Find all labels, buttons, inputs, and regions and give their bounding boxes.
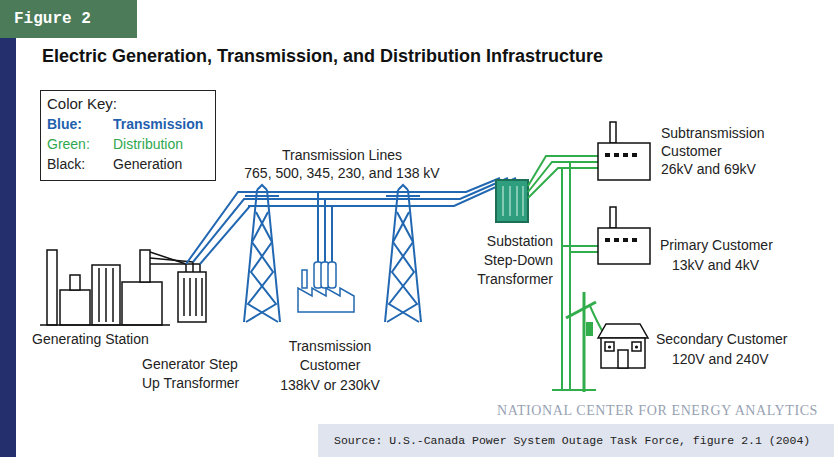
transmission-lines (186, 178, 516, 264)
legend-entry: Green: Distribution (47, 134, 203, 154)
legend-text: Distribution (113, 136, 183, 152)
legend-text: Generation (113, 156, 182, 172)
transformer-label: Substation Step-Down Transformer (458, 232, 553, 289)
transmission-tower (244, 185, 280, 322)
legend-color-word-slot: Blue: (47, 114, 113, 134)
station-label: Generating Station (32, 330, 149, 348)
voltage-label: 138kV or 230kV (270, 376, 390, 394)
legend-entry: Blue: Transmission (47, 114, 203, 134)
source-box: Source: U.S.-Canada Power System Outage … (318, 424, 834, 457)
box-text: Figure 2 (14, 10, 133, 28)
figure-title: Electric Generation, Transmission, and D… (42, 44, 834, 68)
voltage-label: 120V and 240V (672, 350, 769, 368)
transmission-customer-factory (298, 262, 354, 312)
watermark: NATIONAL CENTER FOR ENERGY ANALYTICS (300, 402, 818, 420)
secondary-customer-house (598, 324, 648, 368)
color-key-heading: Color Key: (47, 94, 203, 114)
voltage-label: 13kV and 4kV (672, 256, 759, 274)
legend-color-name: Black: (47, 156, 85, 172)
primary-customer-building (598, 207, 650, 264)
distribution-pole (566, 292, 596, 392)
legend-color-word-slot: Green: (47, 134, 113, 154)
box-text: Source: U.S.-Canada Power System Outage … (334, 434, 830, 447)
step-up-transformer (178, 262, 206, 322)
customer-label: Primary Customer (660, 236, 773, 254)
legend-heading: Color Key: (47, 94, 117, 114)
customer-label: Subtransmission Customer (661, 124, 781, 160)
transformer-label: Generator Step Up Transformer (142, 355, 252, 393)
line-label: Transmission Lines (262, 146, 422, 164)
legend-color-name: Green: (47, 136, 90, 152)
legend-color-word-slot: Black: (47, 154, 113, 174)
customer-label: Secondary Customer (656, 330, 788, 348)
substation-transformer (496, 180, 528, 222)
generating-station (40, 250, 170, 325)
customer-label: Transmission Customer (280, 337, 380, 375)
color-key-box: Color Key: Blue: TransmissionGreen: Distrib… (40, 90, 216, 181)
subtransmission-customer-building (598, 122, 650, 180)
voltage-label: 765, 500, 345, 230, and 138 kV (222, 164, 462, 182)
side-bar (0, 0, 16, 457)
legend-text: Transmission (113, 116, 203, 132)
voltage-label: 26kV and 69kV (661, 160, 756, 178)
transmission-tower (385, 185, 421, 322)
figure-tag: Figure 2 (0, 0, 137, 38)
legend-color-name: Blue: (47, 116, 82, 132)
legend-entry: Black: Generation (47, 154, 203, 174)
